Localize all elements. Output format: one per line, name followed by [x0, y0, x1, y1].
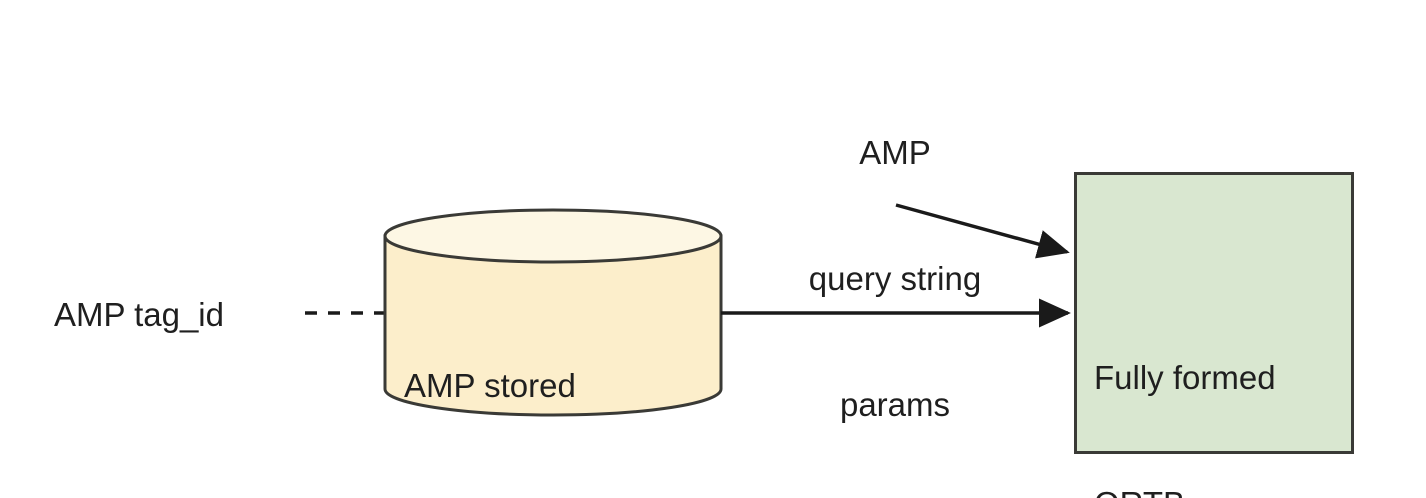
cylinder-shape: [383, 208, 723, 417]
cylinder-label-line-1: AMP stored: [404, 367, 576, 404]
ortb-box-label: Fully formed ORTB: [1094, 273, 1276, 498]
ortb-label-line-2: ORTB: [1094, 483, 1276, 498]
label-amp-tag-id: AMP tag_id: [54, 296, 224, 333]
ortb-label-line-1: Fully formed: [1094, 359, 1276, 396]
ortb-box-shape: [1074, 172, 1354, 454]
cylinder-label-line-2: request template: [404, 491, 650, 498]
connector-query-params-to-ortb: [895, 203, 1070, 259]
cylinder-label: AMP stored request template: [404, 281, 650, 498]
query-params-line-3: params: [839, 386, 951, 423]
label-query-string-params: AMP query string params: [790, 48, 1000, 498]
query-params-line-2: query string: [808, 260, 982, 297]
query-params-line-1: AMP: [859, 134, 931, 171]
